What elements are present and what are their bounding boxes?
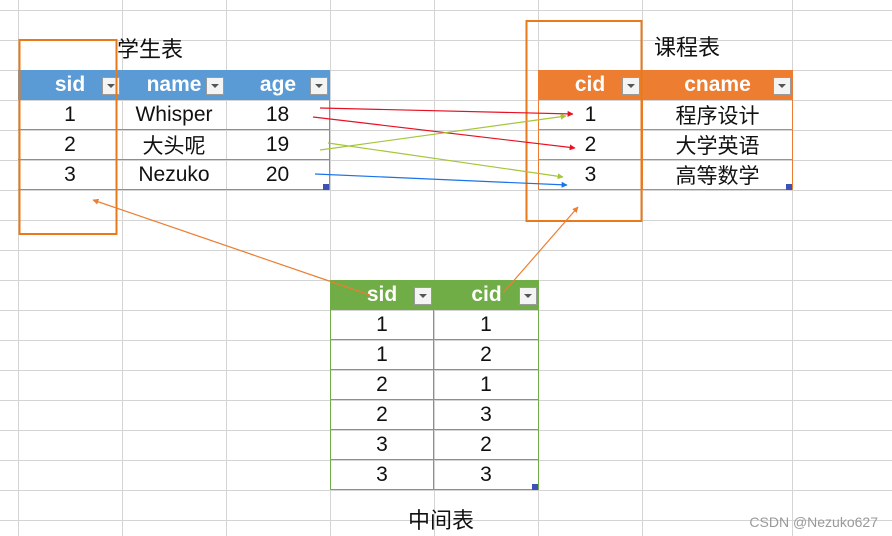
header-cell-cid: cid: [434, 280, 539, 310]
header-cell-cname: cname: [642, 70, 793, 100]
filter-dropdown-icon[interactable]: [622, 77, 640, 95]
relation-arrow: [319, 113, 567, 151]
course-table-title: 课程表: [654, 35, 721, 60]
table-row: 2 大学英语: [538, 130, 793, 160]
table-cell[interactable]: 18: [226, 100, 330, 130]
table-cell[interactable]: 2: [331, 400, 434, 430]
table-header-row: sid cid: [330, 280, 539, 310]
table-header-row: cid cname: [538, 70, 793, 100]
watermark: CSDN @Nezuko627: [749, 514, 878, 530]
relation-arrow: [314, 173, 568, 188]
student-table: sid name age 1 Whisper 18 2 大头呢 19 3 Nez…: [18, 70, 330, 190]
table-cell[interactable]: 2: [480, 433, 492, 456]
filter-dropdown-icon[interactable]: [310, 77, 328, 95]
table-row: 3 高等数学: [538, 160, 793, 190]
table-cell[interactable]: 1: [64, 103, 76, 126]
table-cell[interactable]: Nezuko: [138, 163, 210, 186]
table-cell[interactable]: 3: [331, 430, 434, 460]
header-cell-cid: cid: [538, 70, 642, 100]
sid-highlight-box: [18, 39, 118, 235]
table-cell[interactable]: 3: [331, 460, 434, 490]
filter-dropdown-icon[interactable]: [773, 77, 791, 95]
header-label: name: [146, 73, 202, 96]
table-cell[interactable]: 19: [226, 130, 330, 160]
resize-handle[interactable]: [323, 184, 329, 190]
table-cell[interactable]: 1: [331, 310, 434, 340]
header-label: sid: [366, 283, 398, 306]
table-cell[interactable]: 3: [480, 403, 492, 426]
table-row: 1 程序设计: [538, 100, 793, 130]
table-cell[interactable]: 1: [331, 340, 434, 370]
table-row: 1 Whisper 18: [18, 100, 330, 130]
table-cell[interactable]: 3: [64, 163, 76, 186]
relation-arrow: [319, 107, 574, 117]
filter-dropdown-icon[interactable]: [414, 287, 432, 305]
header-label: cid: [574, 73, 606, 96]
table-cell[interactable]: 1: [480, 313, 492, 336]
table-cell[interactable]: 2: [331, 370, 434, 400]
foreign-key-arrow: [92, 198, 371, 296]
student-table-title: 学生表: [117, 37, 184, 62]
table-cell[interactable]: 大学英语: [675, 135, 760, 158]
table-cell[interactable]: 大头呢: [142, 135, 206, 158]
table-row: 3 Nezuko 20: [18, 160, 330, 190]
filter-dropdown-icon[interactable]: [519, 287, 537, 305]
table-row: 2 大头呢 19: [18, 130, 330, 160]
table-header-row: sid name age: [18, 70, 330, 100]
header-label: cname: [684, 73, 751, 96]
header-cell-sid: sid: [330, 280, 434, 310]
table-cell[interactable]: 高等数学: [643, 160, 792, 190]
filter-dropdown-icon[interactable]: [206, 77, 224, 95]
header-label: sid: [54, 73, 86, 96]
table-cell[interactable]: 2: [64, 133, 76, 156]
table-cell[interactable]: 2: [480, 343, 492, 366]
cid-highlight-box: [525, 20, 643, 222]
header-cell-name: name: [122, 70, 226, 100]
resize-handle[interactable]: [532, 484, 538, 490]
table-cell[interactable]: 程序设计: [675, 105, 760, 128]
header-label: age: [259, 73, 297, 96]
relation-arrow: [327, 142, 564, 180]
table-cell[interactable]: 1: [480, 373, 492, 396]
course-table: cid cname 1 程序设计 2 大学英语 3 高等数学: [538, 70, 793, 190]
header-cell-age: age: [226, 70, 330, 100]
foreign-key-arrow: [502, 206, 579, 294]
link-table-title: 中间表: [408, 508, 475, 533]
table-cell[interactable]: Whisper: [135, 103, 213, 126]
resize-handle[interactable]: [786, 184, 792, 190]
table-cell[interactable]: 3: [434, 460, 538, 490]
header-label: cid: [471, 283, 502, 306]
